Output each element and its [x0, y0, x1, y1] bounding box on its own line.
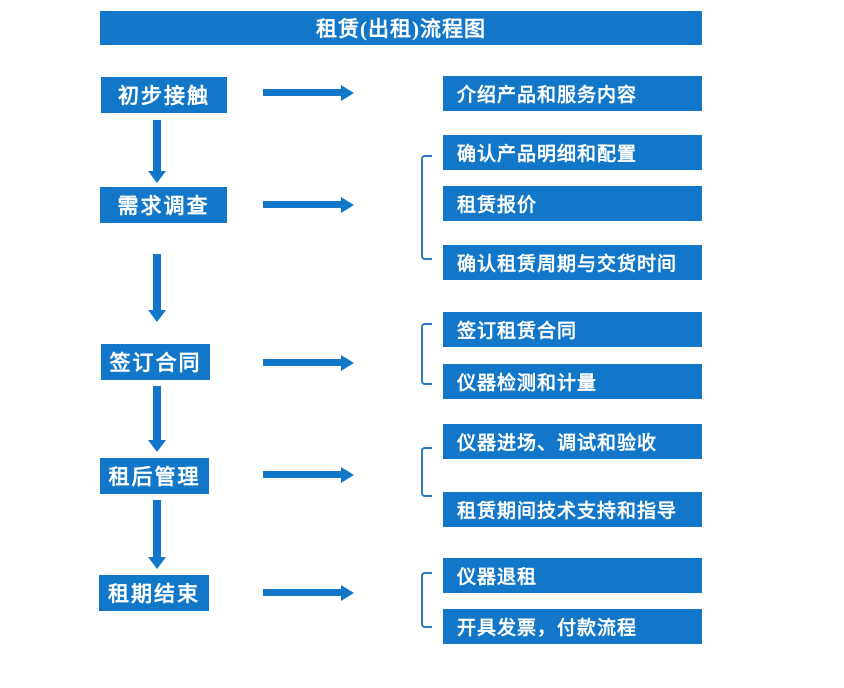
bracket-sign-contract-group [421, 323, 432, 385]
detail-box-tech-support: 租赁期间技术支持和指导 [443, 492, 702, 527]
arrow-down-icon [148, 254, 166, 322]
stage-box-demand-survey: 需求调查 [100, 187, 227, 223]
arrow-right-icon [263, 84, 354, 101]
arrow-right-icon [263, 466, 354, 483]
stage-box-sign-contract: 签订合同 [101, 344, 210, 380]
stage-box-initial-contact: 初步接触 [101, 77, 227, 113]
bracket-demand-survey-group [421, 155, 432, 260]
stage-box-post-rental-management: 租后管理 [100, 458, 209, 494]
arrow-down-icon [148, 386, 166, 452]
detail-box-introduce-products: 介绍产品和服务内容 [443, 76, 702, 111]
detail-box-sign-rental-contract: 签订租赁合同 [443, 312, 702, 347]
arrow-right-icon [263, 354, 354, 371]
detail-box-confirm-product-config: 确认产品明细和配置 [443, 135, 702, 170]
arrow-down-icon [148, 500, 166, 569]
arrow-right-icon [263, 584, 354, 601]
detail-box-instrument-return: 仪器退租 [443, 558, 702, 593]
arrow-down-icon [148, 120, 166, 183]
detail-box-instrument-testing: 仪器检测和计量 [443, 364, 702, 399]
detail-box-instrument-acceptance: 仪器进场、调试和验收 [443, 424, 702, 459]
detail-box-confirm-period-delivery: 确认租赁周期与交货时间 [443, 245, 702, 280]
detail-box-rental-quotation: 租赁报价 [443, 186, 702, 221]
arrow-right-icon [263, 196, 354, 213]
flowchart-title: 租赁(出租)流程图 [100, 11, 702, 45]
detail-box-invoice-payment: 开具发票，付款流程 [443, 609, 702, 644]
bracket-post-rental-group [421, 447, 432, 497]
stage-box-rental-end: 租期结束 [99, 575, 209, 611]
bracket-rental-end-group [421, 572, 432, 628]
